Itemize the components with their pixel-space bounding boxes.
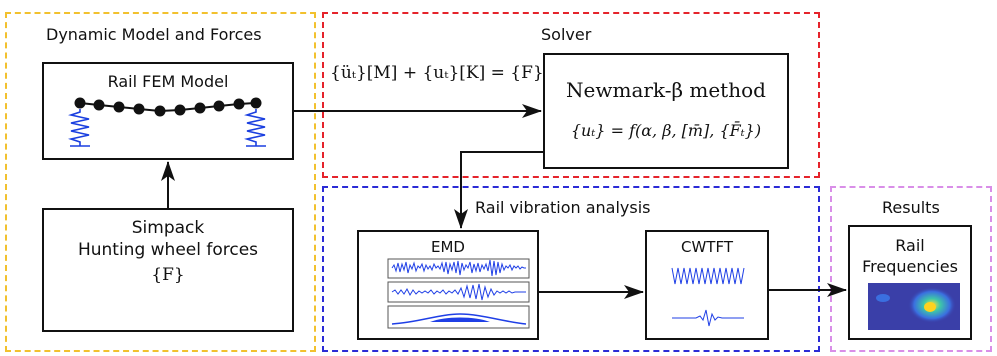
cwtft-wavelet <box>672 309 744 327</box>
frequencies-label: Frequencies <box>862 257 958 276</box>
hunting-forces-label: Hunting wheel forces <box>77 240 259 260</box>
left-spring-icon <box>68 109 90 147</box>
simpack-box <box>42 208 294 332</box>
emd-label: EMD <box>431 238 465 256</box>
newmark-formula: {uₜ} = f(α, β, [m̄], {F̄ₜ}) <box>570 121 762 140</box>
emd-signal-2 <box>391 283 526 301</box>
newmark-box <box>543 53 789 169</box>
equation-of-motion: {üₜ}[M] + {uₜ}[K] = {F} <box>330 63 544 83</box>
solver-title: Solver <box>541 25 592 44</box>
rail-beam <box>79 102 257 113</box>
force-vector-label: {F} <box>151 265 185 285</box>
newmark-title: Newmark-β method <box>566 78 766 102</box>
emd-plots <box>387 258 530 329</box>
cwtft-wave <box>671 267 745 285</box>
rail-vibration-title: Rail vibration analysis <box>475 198 651 217</box>
results-title: Results <box>882 198 940 217</box>
cwtft-box <box>645 230 769 340</box>
emd-signal-1 <box>391 259 526 277</box>
solver-panel <box>322 12 820 178</box>
rail-vibration-panel <box>322 186 820 352</box>
dynamic-model-title: Dynamic Model and Forces <box>46 25 262 44</box>
results-panel <box>830 186 992 352</box>
emd-signal-3 <box>391 313 527 325</box>
simpack-label: Simpack <box>131 218 205 238</box>
rail-label: Rail <box>895 236 925 255</box>
right-spring-icon <box>244 109 266 147</box>
rail-fem-model-label: Rail FEM Model <box>107 72 229 91</box>
arrow-solver-to-emd <box>454 151 543 229</box>
cwtft-label: CWTFT <box>681 238 733 256</box>
rail-nodes <box>74 97 262 117</box>
emd-signal-3-fill <box>430 317 490 322</box>
dynamic-model-panel <box>5 12 316 352</box>
